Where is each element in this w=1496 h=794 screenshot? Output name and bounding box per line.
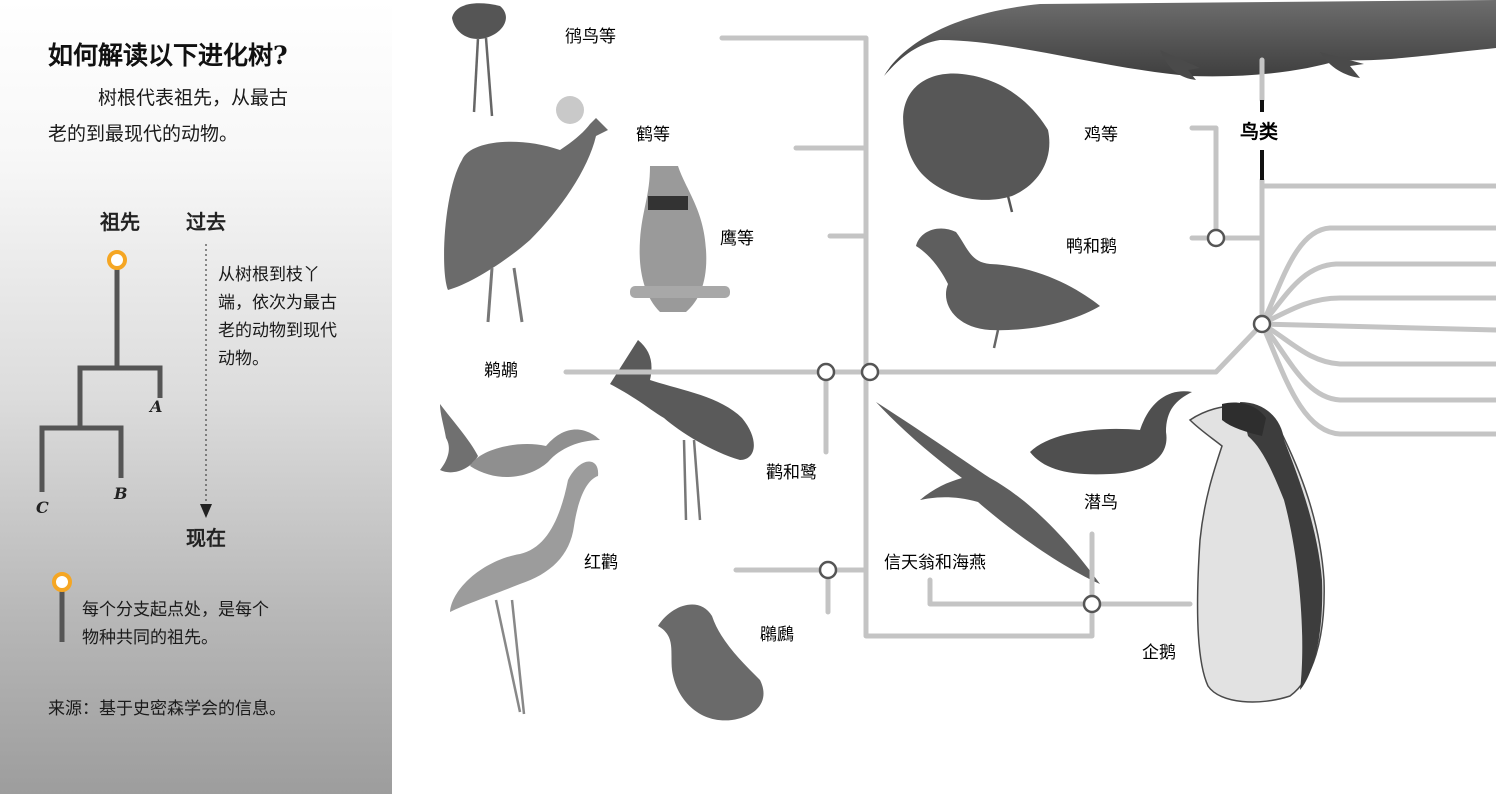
label-pelican: 鹈鹕 [484, 361, 518, 381]
fan-branch-4 [1262, 298, 1496, 324]
branch-flamingo-grebe [736, 570, 828, 612]
node-birds-root [1254, 316, 1270, 332]
stork-icon [610, 340, 754, 520]
label-plover: 鸻鸟等 [565, 27, 616, 47]
grebe-icon [658, 605, 764, 721]
node-fowl-duck [1208, 230, 1224, 246]
label-stork: 鹳和鹭 [766, 463, 817, 483]
penguin-icon [1190, 402, 1324, 702]
label-duck: 鸭和鹅 [1066, 237, 1117, 257]
label-crane: 鹤等 [636, 125, 670, 145]
label-loon: 潜鸟 [1084, 493, 1118, 513]
plover-icon [452, 3, 506, 116]
branch-penguin [930, 580, 1190, 604]
harpy-eagle-icon [630, 166, 730, 312]
label-penguin: 企鹅 [1142, 643, 1176, 663]
node-albatross-penguin [1084, 596, 1100, 612]
flamingo-icon [450, 461, 598, 714]
crowned-crane-icon [444, 96, 608, 322]
birds-group-label: 鸟类 [1240, 120, 1278, 143]
pelican-icon [440, 404, 600, 477]
branch-fowl [1192, 128, 1262, 238]
node-pelican-stork [818, 364, 834, 380]
fan-branch-5 [1262, 324, 1496, 330]
loon-icon [1030, 391, 1192, 474]
branch-pelican [566, 324, 1262, 372]
crocodile-icon [884, 0, 1496, 80]
label-albatross: 信天翁和海燕 [884, 553, 986, 573]
node-flamingo-grebe [820, 562, 836, 578]
label-flamingo: 红鹳 [584, 553, 618, 573]
fan-branch-3 [1262, 264, 1496, 324]
label-hawk: 鹰等 [720, 229, 754, 249]
label-fowl: 鸡等 [1084, 125, 1118, 145]
branch-lower-clade [866, 372, 1092, 636]
node-waterbirds [862, 364, 878, 380]
fan-branch-8 [1262, 324, 1496, 434]
turkey-icon [903, 74, 1049, 212]
branch-plover [722, 38, 866, 372]
label-grebe: 鸊鷉 [760, 625, 794, 645]
